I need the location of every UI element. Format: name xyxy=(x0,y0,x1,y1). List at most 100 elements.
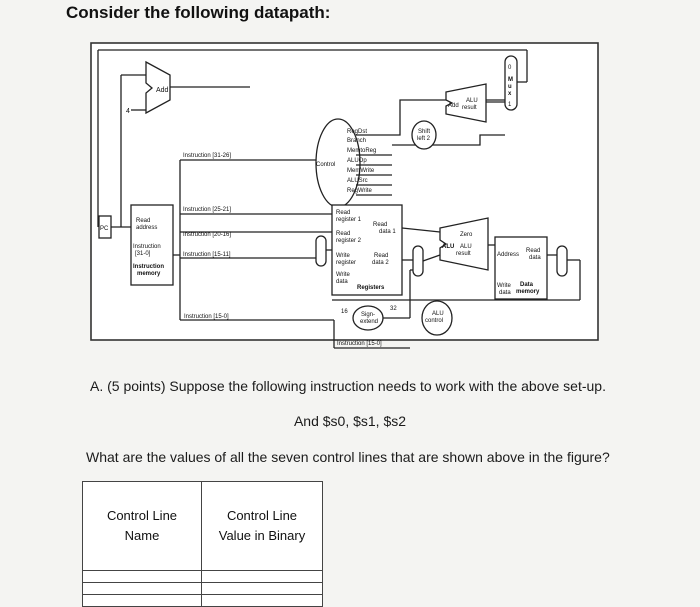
question-part-a: A. (5 points) Suppose the following inst… xyxy=(90,378,606,394)
sign-extend-line1: Sign- xyxy=(361,312,375,318)
data-memory-title1: Data xyxy=(520,282,534,288)
question-prompt: What are the values of all the seven con… xyxy=(86,449,610,465)
write-register-line1: Write xyxy=(336,253,351,259)
write-data-line1: Write xyxy=(336,272,351,278)
mem-write-data-line1: Write xyxy=(497,283,512,289)
sign-extend-unit xyxy=(352,305,384,331)
table-cell[interactable] xyxy=(201,582,323,595)
branch-add-label: Add xyxy=(448,103,459,109)
zero-label: Zero xyxy=(460,232,473,238)
read-data1-line1: Read xyxy=(373,222,387,228)
pcsrc-mux-u: u xyxy=(508,84,512,90)
alu-result-line1: ALU xyxy=(460,244,472,250)
main-alu xyxy=(439,217,489,271)
alu-control-unit xyxy=(421,300,453,336)
read-register2-line1: Read xyxy=(336,231,350,237)
registers-title: Registers xyxy=(357,285,385,291)
instr-15-11-label: Instruction [15-11] xyxy=(183,252,231,258)
data-memory xyxy=(494,236,548,300)
pc-label: PC xyxy=(100,226,109,232)
instruction-memory-title1: Instruction xyxy=(133,264,164,270)
constant-four-label: 4 xyxy=(126,108,130,115)
instr-15-0-label-a: Instruction [15-0] xyxy=(184,314,229,320)
instr-31-26-label: Instruction [31-26] xyxy=(183,153,231,159)
read-data1-line2: data 1 xyxy=(379,229,396,235)
read-data2-line1: Read xyxy=(374,253,388,259)
mem-write-data-line2: data xyxy=(499,290,511,296)
shift-left-line1: Shift xyxy=(418,129,430,135)
control-line-branch: Branch xyxy=(347,138,366,144)
mem-read-data-line2: data xyxy=(529,255,541,261)
instr-25-21-label: Instruction [25-21] xyxy=(183,207,231,213)
control-line-memtoreg: MemtoReg xyxy=(347,148,376,154)
page-heading: Consider the following datapath: xyxy=(66,3,331,22)
svg-text:Instruction[31-0]: Instruction[31-0] xyxy=(133,244,161,257)
control-label: Control xyxy=(316,162,335,168)
read-address-line2: address xyxy=(136,225,157,231)
shift-left-line2: left 2 xyxy=(417,136,431,142)
mem-address-label: Address xyxy=(497,252,519,258)
instruction-memory-title2: memory xyxy=(137,271,161,277)
read-register1-line2: register 1 xyxy=(336,217,362,223)
data-memory-title2: memory xyxy=(516,289,540,295)
alusrc-mux xyxy=(412,245,424,277)
alu-control-line1: ALU xyxy=(432,311,444,317)
add-top-label: Add xyxy=(156,87,169,94)
sign-extend-line2: extend xyxy=(360,319,378,325)
table-row xyxy=(82,570,323,583)
read-register1-line1: Read xyxy=(336,210,350,216)
control-line-memwrite: MemWrite xyxy=(347,168,375,174)
alu-control-line2: control xyxy=(425,318,443,324)
pcsrc-mux-x: x xyxy=(508,91,512,97)
branch-adder xyxy=(445,83,487,123)
control-line-alusrc: ALUSrc xyxy=(347,178,368,184)
pcsrc-mux-zero: 0 xyxy=(508,65,512,71)
write-data-line2: data xyxy=(336,279,348,285)
instruction-label: Instruction xyxy=(133,244,161,250)
pcsrc-mux-m: M xyxy=(508,77,513,83)
regdst-mux xyxy=(315,235,327,267)
pcsrc-mux xyxy=(504,55,518,111)
thirty-two-bit-label: 32 xyxy=(390,306,397,312)
instruction-range-label: [31-0] xyxy=(135,251,151,257)
instr-20-16-label: Instruction [20-16] xyxy=(183,232,231,238)
question-instruction: And $s0, $s1, $s2 xyxy=(293,413,407,429)
table-cell[interactable] xyxy=(82,570,202,583)
mem-read-data-line1: Read xyxy=(526,248,540,254)
register-file xyxy=(331,204,403,296)
read-address-line1: Read xyxy=(136,218,150,224)
alu-label: ALU xyxy=(442,244,454,250)
shift-left-2-unit xyxy=(411,120,437,150)
alu-result-line2: result xyxy=(456,251,471,257)
pc-adder xyxy=(145,60,171,115)
write-register-line2: register xyxy=(336,260,356,266)
table-cell[interactable] xyxy=(82,582,202,595)
control-line-regdst: RegDst xyxy=(347,129,367,135)
branch-alu-result-line2: result xyxy=(462,105,477,111)
read-data2-line2: data 2 xyxy=(372,260,389,266)
instruction-memory xyxy=(130,204,174,286)
table-cell[interactable] xyxy=(201,570,323,583)
read-register2-line2: register 2 xyxy=(336,238,362,244)
sixteen-bit-label: 16 xyxy=(341,309,348,315)
control-line-aluop: ALUOp xyxy=(347,158,367,164)
pcsrc-mux-one: 1 xyxy=(508,102,512,108)
table-row xyxy=(82,582,323,595)
